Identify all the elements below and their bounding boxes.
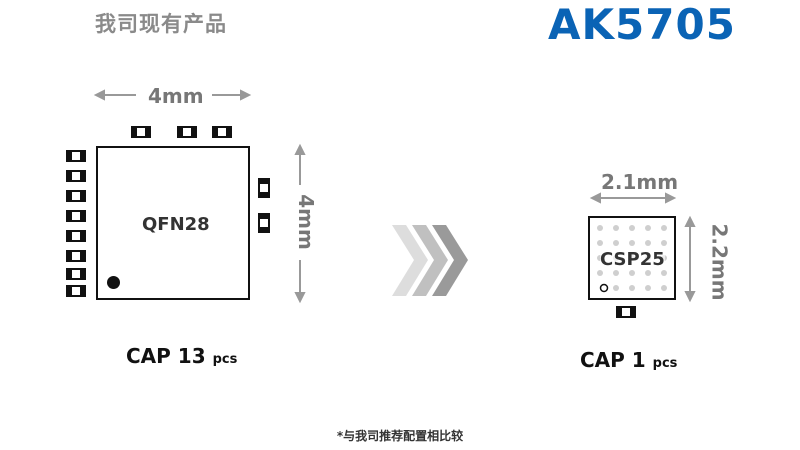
qfn28-chip: QFN28 <box>96 146 250 300</box>
capacitor-icon <box>66 250 86 262</box>
chevron-arrows-icon <box>392 225 468 296</box>
capacitor-icon <box>66 190 86 202</box>
capacitor-icon <box>66 268 86 280</box>
capacitor-icon <box>212 126 232 138</box>
qfn-height-label: 4mm <box>293 194 318 250</box>
csp25-chip: CSP25 <box>588 216 676 300</box>
capacitor-icon <box>66 285 86 297</box>
capacitor-icon <box>258 178 270 198</box>
csp-cap-count: CAP 1 pcs <box>580 348 677 372</box>
capacitor-icon <box>616 306 636 318</box>
capacitor-icon <box>66 230 86 242</box>
capacitor-icon <box>131 126 151 138</box>
csp-width-label: 2.1mm <box>601 170 679 194</box>
qfn-cap-count: CAP 13 pcs <box>126 344 237 368</box>
csp-cap-unit: pcs <box>652 356 678 371</box>
model-name: AK5705 <box>548 0 736 49</box>
pin1-dot-icon <box>107 276 120 289</box>
capacitor-icon <box>177 126 197 138</box>
capacitor-icon <box>258 213 270 233</box>
capacitor-icon <box>66 170 86 182</box>
pin1-marker-icon <box>599 283 609 293</box>
qfn28-label: QFN28 <box>142 214 210 235</box>
footnote: *与我司推荐配置相比较 <box>336 429 464 443</box>
csp-cap-label: CAP 1 <box>580 348 646 372</box>
capacitor-icon <box>66 150 86 162</box>
existing-product-title: 我司现有产品 <box>95 12 227 36</box>
qfn-cap-unit: pcs <box>212 352 238 367</box>
csp-height-label: 2.2mm <box>707 223 732 301</box>
qfn-cap-label: CAP 13 <box>126 344 206 368</box>
capacitor-icon <box>66 210 86 222</box>
qfn-width-label: 4mm <box>148 84 204 108</box>
csp25-label: CSP25 <box>600 249 665 270</box>
